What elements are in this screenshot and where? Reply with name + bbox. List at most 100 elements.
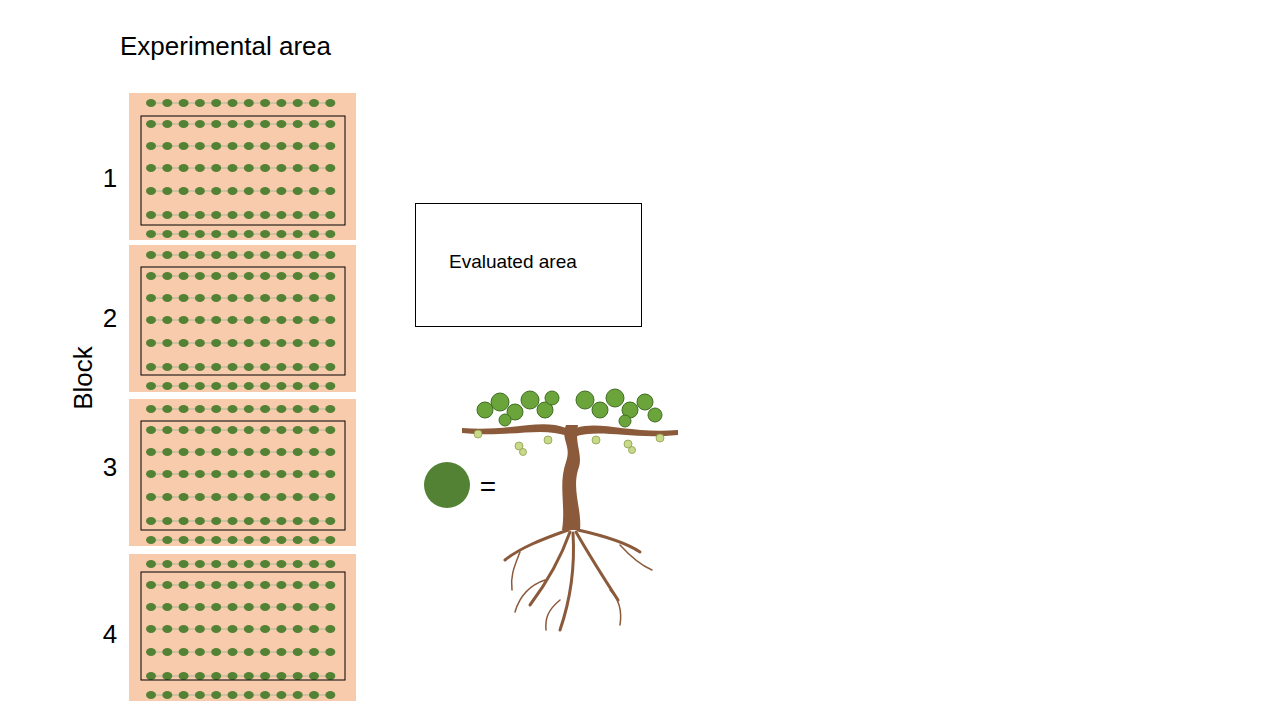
block-plot <box>129 399 356 546</box>
vine-dot <box>211 405 221 413</box>
vine-row <box>151 103 330 104</box>
vine-dot <box>276 581 286 589</box>
vine-dot <box>195 187 205 195</box>
vine-dot <box>211 187 221 195</box>
vine-dot <box>228 536 238 544</box>
vine-dot <box>325 187 335 195</box>
vine-dot <box>276 382 286 390</box>
vine-dot <box>195 363 205 371</box>
vine-dot <box>244 672 254 680</box>
vine-dot <box>195 382 205 390</box>
vine-dot <box>179 164 189 172</box>
vine-dot <box>179 187 189 195</box>
vine-dot <box>244 316 254 324</box>
vine-dot <box>211 142 221 150</box>
vine-dot <box>179 294 189 302</box>
vine-dot <box>179 142 189 150</box>
vine-dot <box>162 536 172 544</box>
vine-dot <box>228 672 238 680</box>
vine-dot <box>325 648 335 656</box>
vine-dot <box>260 448 270 456</box>
vine-dot <box>293 625 303 633</box>
vine-dot <box>325 517 335 525</box>
vine-dot <box>293 603 303 611</box>
vine-dot <box>195 405 205 413</box>
legend-dot <box>424 462 470 508</box>
vine-dot <box>244 560 254 568</box>
vine-dot <box>260 230 270 238</box>
vine-dot <box>162 493 172 501</box>
vine-dot <box>325 294 335 302</box>
vine-dot <box>309 493 319 501</box>
vine-dot <box>179 251 189 259</box>
vine-dot <box>293 581 303 589</box>
vine-dot <box>228 187 238 195</box>
block-plot <box>129 245 356 392</box>
vine-dot <box>195 517 205 525</box>
vine-dot <box>309 625 319 633</box>
vine-dot <box>228 339 238 347</box>
vine-dot <box>309 691 319 699</box>
vine-dot <box>260 405 270 413</box>
vine-dot <box>228 560 238 568</box>
vine-dot <box>325 625 335 633</box>
vine-symbol <box>424 462 470 508</box>
vine-dot <box>260 272 270 280</box>
vine-dot <box>211 426 221 434</box>
vine-dot <box>179 211 189 219</box>
vine-row <box>151 521 330 522</box>
vine-dot <box>309 603 319 611</box>
vine-dot <box>244 251 254 259</box>
vine-row <box>151 215 330 216</box>
vine-dot <box>260 363 270 371</box>
vine-row <box>151 298 330 299</box>
vine-dot <box>260 382 270 390</box>
vine-dot <box>146 536 156 544</box>
vine-dot <box>228 363 238 371</box>
vine-dot <box>276 363 286 371</box>
vine-dot <box>325 211 335 219</box>
vine-dot <box>211 164 221 172</box>
vine-dot <box>195 142 205 150</box>
vine-dot <box>244 648 254 656</box>
vine-dot <box>211 603 221 611</box>
vine-row <box>151 168 330 169</box>
vine-dot <box>276 405 286 413</box>
grape-clusters <box>474 430 664 456</box>
node-label: Evaluated area <box>449 251 577 273</box>
vine-dot <box>179 339 189 347</box>
vine-dot <box>211 251 221 259</box>
vine-dot <box>276 672 286 680</box>
vine-dot <box>276 560 286 568</box>
vine-dot <box>325 581 335 589</box>
vine-dot <box>195 581 205 589</box>
vine-dot <box>211 536 221 544</box>
vine-dot <box>162 672 172 680</box>
vine-dot <box>260 470 270 478</box>
vine-dot <box>195 164 205 172</box>
vine-dot <box>276 294 286 302</box>
vine-dot <box>309 230 319 238</box>
vine-dot <box>228 405 238 413</box>
vine-dot <box>162 339 172 347</box>
block-plots <box>129 93 356 701</box>
vine-dot <box>293 230 303 238</box>
vine-dot <box>211 672 221 680</box>
vine-dot <box>146 405 156 413</box>
vine-dot <box>309 648 319 656</box>
vine-dot <box>309 363 319 371</box>
vine-row <box>151 320 330 321</box>
vine-dot <box>211 99 221 107</box>
vine-dot <box>260 187 270 195</box>
vine-dot <box>309 251 319 259</box>
vine-dot <box>325 691 335 699</box>
vine-dot <box>244 448 254 456</box>
vine-dot <box>244 426 254 434</box>
vine-dot <box>228 426 238 434</box>
vine-dot <box>162 603 172 611</box>
vine-dot <box>325 426 335 434</box>
vine-dot <box>276 603 286 611</box>
vine-dot <box>260 493 270 501</box>
vine-dot <box>162 164 172 172</box>
vine-dot <box>276 648 286 656</box>
